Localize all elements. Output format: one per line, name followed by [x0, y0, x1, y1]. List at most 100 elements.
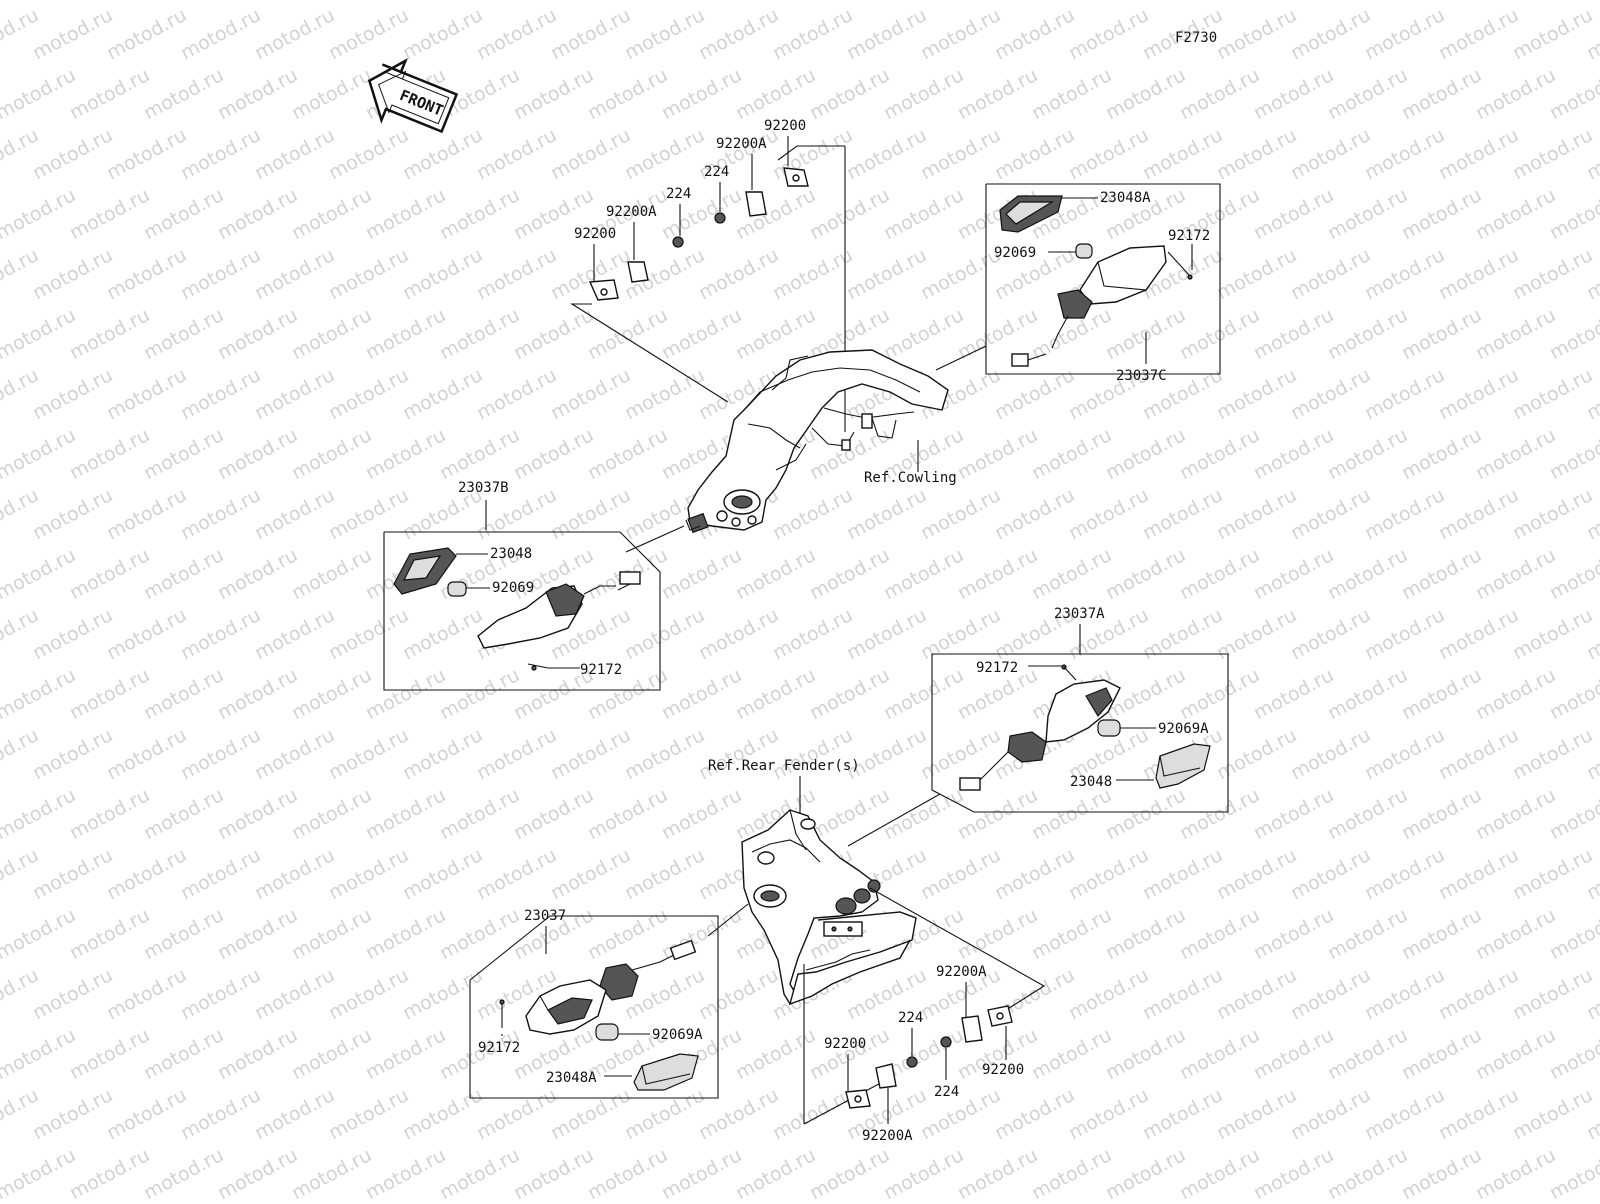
watermark-text: motod.ru [1287, 604, 1374, 664]
watermark-text: motod.ru [1324, 304, 1411, 364]
watermark-text: motod.ru [658, 904, 745, 964]
watermark-text: motod.ru [880, 64, 967, 124]
rear-bracket-guide-lower [803, 1077, 891, 1125]
watermark-text: motod.ru [103, 484, 190, 544]
watermark-text: motod.ru [177, 4, 264, 64]
watermark-text: motod.ru [362, 664, 449, 724]
watermark-text: motod.ru [547, 124, 634, 184]
watermark-text: motod.ru [1435, 604, 1522, 664]
watermark-text: motod.ru [1472, 1024, 1559, 1084]
watermark-text: motod.ru [621, 1084, 708, 1144]
watermark-text: motod.ru [1028, 1024, 1115, 1084]
watermark-text: motod.ru [1139, 124, 1226, 184]
watermark-text: motod.ru [140, 64, 227, 124]
watermark-text: motod.ru [1213, 484, 1300, 544]
rear-right-signal-connector [847, 793, 941, 847]
watermark-text: motod.ru [1065, 1084, 1152, 1144]
watermark-text: motod.ru [1176, 784, 1263, 844]
watermark-text: motod.ru [1065, 4, 1152, 64]
watermark-text: motod.ru [288, 424, 375, 484]
watermark-text: motod.ru [732, 184, 819, 244]
watermark-text: motod.ru [1250, 664, 1337, 724]
watermark-text: motod.ru [140, 664, 227, 724]
watermark-text: motod.ru [732, 0, 819, 4]
watermark-text: motod.ru [1546, 0, 1600, 4]
watermark-text: motod.ru [917, 724, 1004, 784]
watermark-text: motod.ru [325, 364, 412, 424]
watermark-text: motod.ru [991, 364, 1078, 424]
watermark-text: motod.ru [1250, 544, 1337, 604]
watermark-text: motod.ru [29, 604, 116, 664]
watermark-text: motod.ru [1176, 1144, 1263, 1200]
watermark-text: motod.ru [288, 304, 375, 364]
watermark-text: motod.ru [1472, 64, 1559, 124]
rear-bracket-b-bottom [875, 1063, 897, 1089]
watermark-text: motod.ru [1250, 904, 1337, 964]
watermark-text: motod.ru [510, 0, 597, 4]
rear-left-bulb [595, 1023, 619, 1041]
front-left-bulb [447, 581, 467, 597]
watermark-text: motod.ru [214, 784, 301, 844]
cowling-ref-label: Ref.Cowling [864, 470, 957, 486]
watermark-text: motod.ru [1361, 124, 1448, 184]
watermark-text: motod.ru [1213, 4, 1300, 64]
watermark-text: motod.ru [658, 1144, 745, 1200]
watermark-text: motod.ru [0, 304, 79, 364]
watermark-text: motod.ru [436, 1144, 523, 1200]
watermark-text: motod.ru [991, 124, 1078, 184]
watermark-text: motod.ru [66, 664, 153, 724]
watermark-text: motod.ru [288, 784, 375, 844]
watermark-text: motod.ru [695, 724, 782, 784]
watermark-text: motod.ru [288, 0, 375, 4]
front-right-bracket-b [745, 191, 767, 217]
watermark-text: motod.ru [1324, 1024, 1411, 1084]
watermark-text: motod.ru [1139, 1084, 1226, 1144]
watermark-text: motod.ru [917, 844, 1004, 904]
watermark-text: motod.ru [1287, 724, 1374, 784]
front-left-signal: 23037B 23048 92069 92172 [393, 480, 641, 678]
front-right-screw-label: 224 [704, 164, 729, 180]
watermark-text: motod.ru [140, 904, 227, 964]
watermark-text: motod.ru [954, 424, 1041, 484]
watermark-text: motod.ru [1509, 1084, 1596, 1144]
front-cowling-housing [685, 349, 949, 534]
rear-left-assembly-label: 23037 [524, 908, 566, 924]
watermark-text: motod.ru [880, 544, 967, 604]
watermark-text: motod.ru [1398, 1024, 1485, 1084]
front-right-signal: 23048A 92069 92172 23037C [994, 190, 1210, 384]
watermark-text: motod.ru [732, 304, 819, 364]
watermark-text: motod.ru [66, 544, 153, 604]
watermark-text: motod.ru [954, 1144, 1041, 1200]
watermark-text: motod.ru [1102, 544, 1189, 604]
rear-fender-ref-label: Ref.Rear Fender(s) [708, 758, 860, 774]
watermark-text: motod.ru [436, 424, 523, 484]
watermark-text: motod.ru [325, 724, 412, 784]
watermark-text: motod.ru [1287, 244, 1374, 304]
watermark-text: motod.ru [1546, 544, 1600, 604]
watermark-text: motod.ru [29, 844, 116, 904]
watermark-text: motod.ru [658, 0, 745, 4]
rear-left-signal: 23037 92172 92069A 23048A [478, 908, 703, 1091]
watermark-text: motod.ru [621, 4, 708, 64]
watermark-text: motod.ru [769, 604, 856, 664]
watermark-text: motod.ru [29, 364, 116, 424]
watermark-text: motod.ru [325, 964, 412, 1024]
front-left-signal-frame [383, 531, 661, 691]
rear-right-bulb [1097, 719, 1121, 737]
watermark-text: motod.ru [584, 904, 671, 964]
watermark-text: motod.ru [29, 484, 116, 544]
watermark-text: motod.ru [1102, 424, 1189, 484]
front-right-bulb [1075, 243, 1093, 259]
rear-bracket-a-right-label: 92200 [982, 1062, 1024, 1078]
watermark-text: motod.ru [66, 184, 153, 244]
watermark-text: motod.ru [29, 964, 116, 1024]
watermark-text: motod.ru [1250, 304, 1337, 364]
watermark-text: motod.ru [510, 304, 597, 364]
watermark-text: motod.ru [732, 664, 819, 724]
watermark-text: motod.ru [880, 184, 967, 244]
watermark-text: motod.ru [1361, 604, 1448, 664]
watermark-text: motod.ru [1435, 364, 1522, 424]
watermark-text: motod.ru [1102, 904, 1189, 964]
watermark-text: motod.ru [732, 1144, 819, 1200]
watermark-text: motod.ru [103, 4, 190, 64]
